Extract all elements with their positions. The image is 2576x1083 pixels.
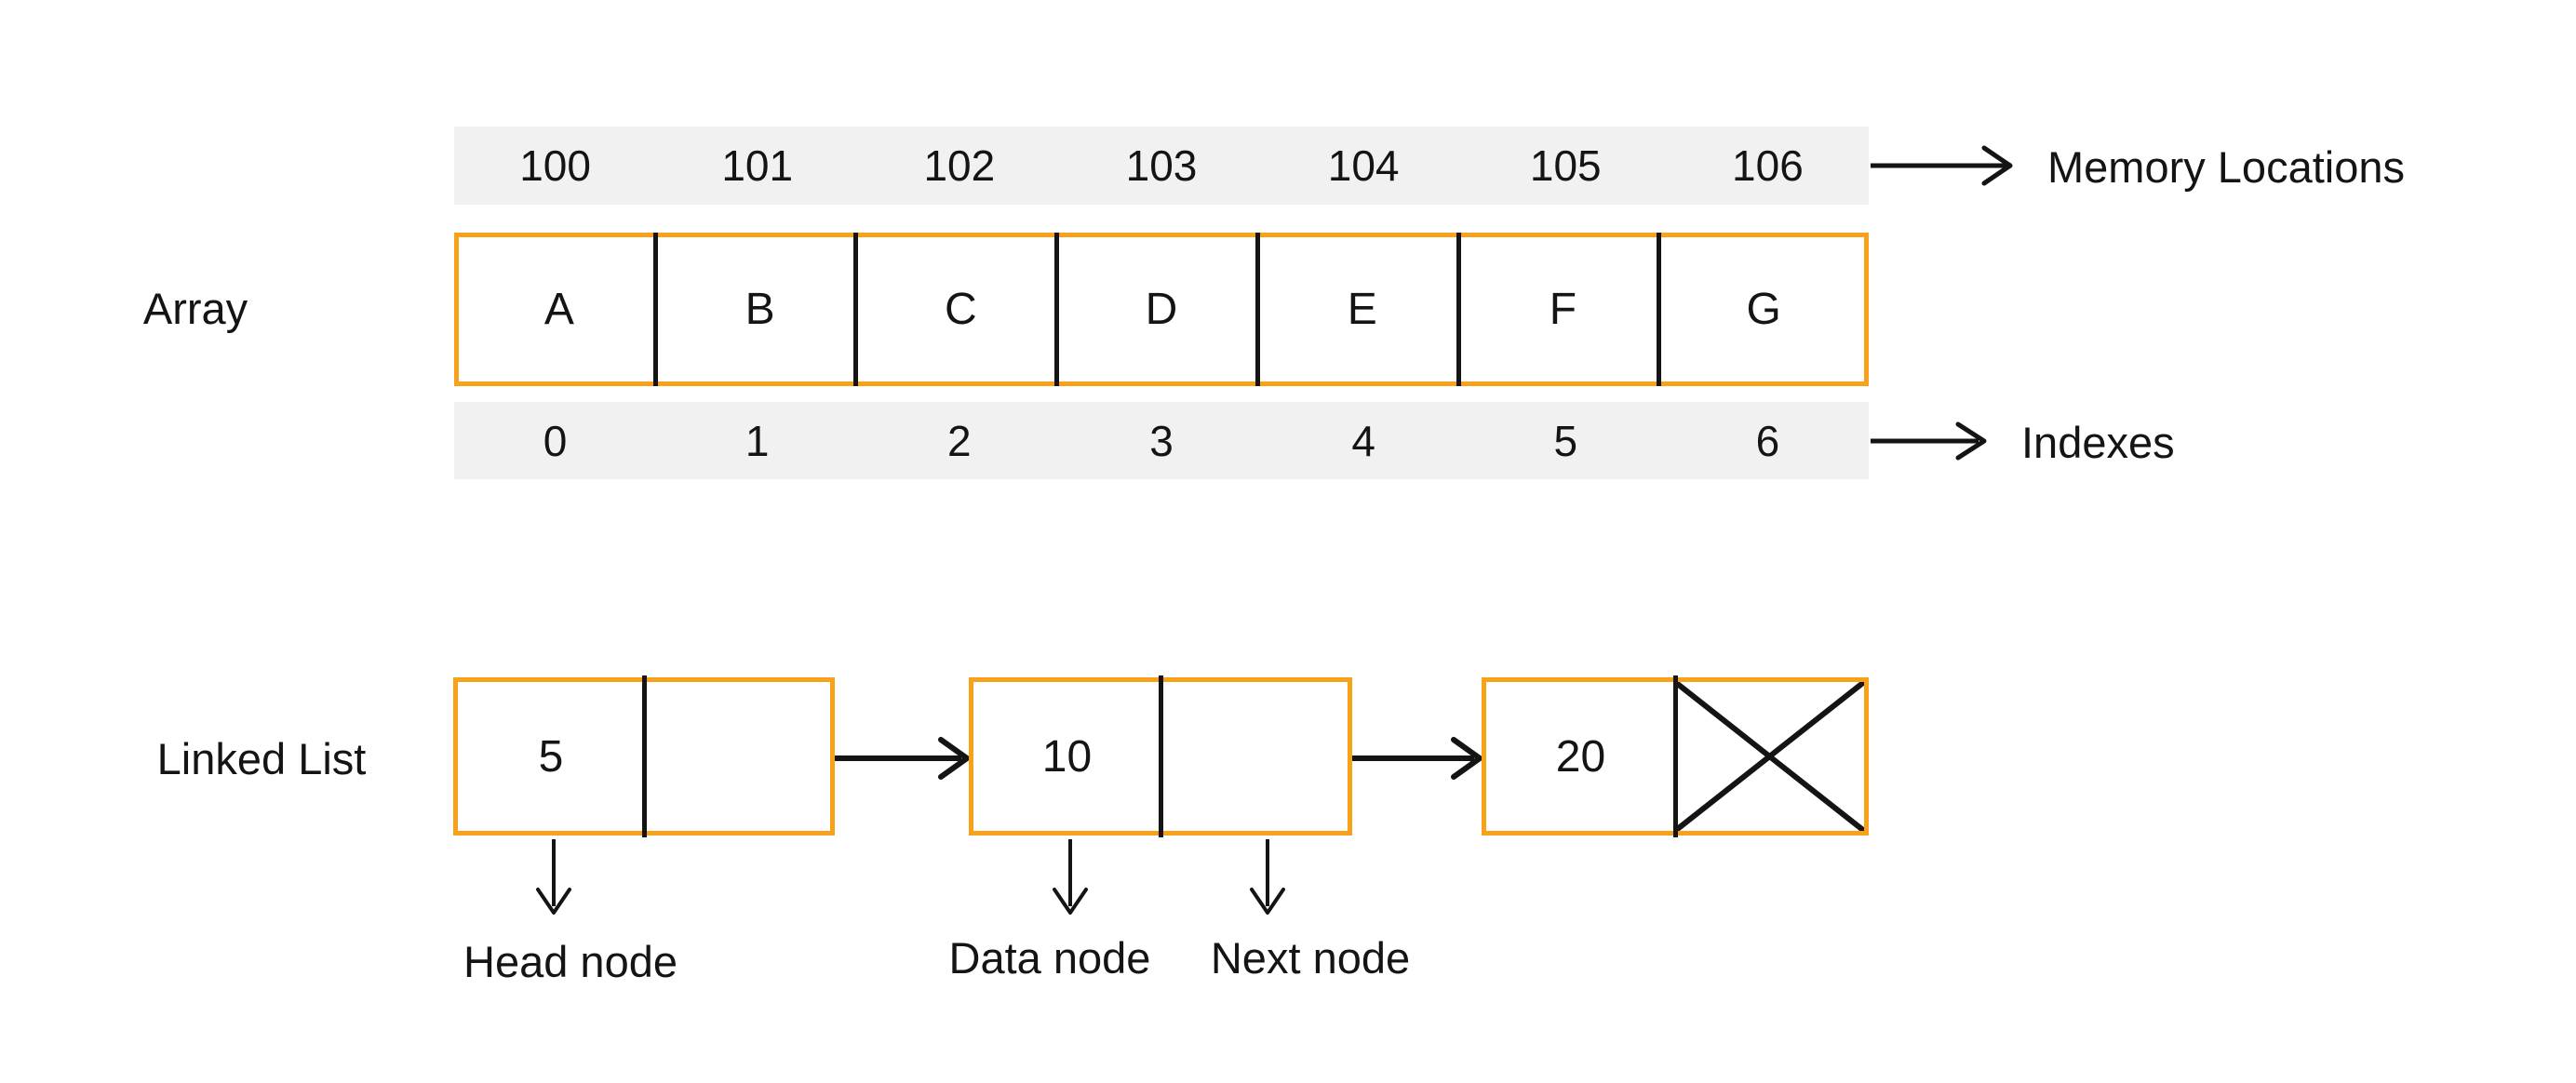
indexes-row: 0 1 2 3 4 5 6 bbox=[454, 402, 1869, 479]
node-divider bbox=[642, 675, 647, 837]
head-node-down-arrow-icon bbox=[536, 839, 571, 915]
memory-location-cell: 105 bbox=[1529, 141, 1602, 190]
linked-list-node-2: 10 bbox=[969, 675, 1352, 837]
memory-location-cell: 102 bbox=[923, 141, 996, 190]
node-link-arrow-icon bbox=[1352, 737, 1483, 780]
indexes-label: Indexes bbox=[2021, 418, 2175, 468]
node-divider bbox=[1159, 675, 1163, 837]
node-link-arrow-icon bbox=[835, 737, 970, 780]
memory-location-cell: 106 bbox=[1732, 141, 1804, 190]
memory-locations-label: Memory Locations bbox=[2047, 142, 2405, 193]
array-cell: F bbox=[1549, 285, 1577, 334]
array-cell: B bbox=[745, 285, 775, 334]
next-node-down-arrow-icon bbox=[1250, 839, 1285, 915]
index-cell: 6 bbox=[1755, 416, 1780, 465]
node-divider bbox=[1673, 675, 1678, 837]
data-node-down-arrow-icon bbox=[1053, 839, 1088, 915]
linked-list-label: Linked List bbox=[156, 734, 367, 784]
index-cell: 0 bbox=[543, 416, 568, 465]
index-cell: 4 bbox=[1351, 416, 1375, 465]
index-cell: 1 bbox=[745, 416, 770, 465]
index-cell: 3 bbox=[1149, 416, 1174, 465]
array-cell-divider bbox=[853, 233, 859, 386]
array-box: A B C D E F G bbox=[454, 233, 1869, 386]
memory-locations-row: 100 101 102 103 104 105 106 bbox=[454, 127, 1869, 205]
index-cell: 5 bbox=[1553, 416, 1578, 465]
array-cell: A bbox=[543, 285, 574, 334]
array-cell-divider bbox=[1456, 233, 1461, 386]
null-pointer-icon bbox=[1675, 682, 1864, 831]
memory-location-cell: 101 bbox=[721, 141, 794, 190]
node-data-half: 5 bbox=[538, 731, 564, 782]
indexes-arrow-icon bbox=[1871, 421, 1987, 461]
linked-list-node-3: 20 bbox=[1482, 675, 1869, 837]
memory-location-cell: 103 bbox=[1125, 141, 1198, 190]
memory-location-cell: 100 bbox=[519, 141, 591, 190]
node-data-half: 20 bbox=[1555, 731, 1606, 782]
array-cell: C bbox=[944, 285, 977, 334]
array-cell: E bbox=[1347, 285, 1377, 334]
array-label: Array bbox=[142, 284, 248, 334]
memory-locations-arrow-icon bbox=[1871, 145, 2013, 186]
array-cell-divider bbox=[1657, 233, 1662, 386]
node-next-half bbox=[1675, 682, 1864, 831]
node-next-half bbox=[1161, 682, 1348, 831]
linked-list-node-1: 5 bbox=[453, 675, 835, 837]
array-cell: G bbox=[1746, 285, 1781, 334]
array-cell-divider bbox=[1054, 233, 1060, 386]
head-node-label: Head node bbox=[463, 937, 678, 987]
memory-location-cell: 104 bbox=[1327, 141, 1400, 190]
array-cell-divider bbox=[652, 233, 658, 386]
array-cell-divider bbox=[1254, 233, 1260, 386]
node-data-half: 10 bbox=[1041, 731, 1093, 782]
index-cell: 2 bbox=[947, 416, 972, 465]
node-next-half bbox=[644, 682, 830, 831]
array-cell: D bbox=[1145, 285, 1178, 334]
data-node-label: Data node bbox=[948, 933, 1151, 983]
next-node-label: Next node bbox=[1210, 933, 1411, 983]
